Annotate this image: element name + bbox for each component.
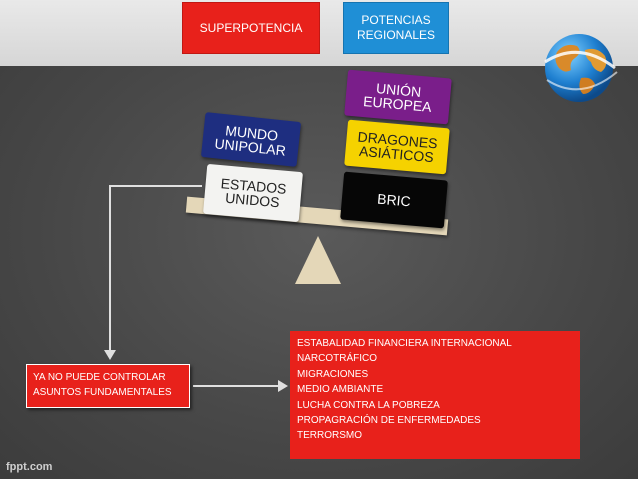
left-box-line1: YA NO PUEDE CONTROLAR [33, 372, 166, 383]
left-box-line2: ASUNTOS FUNDAMENTALES [33, 387, 172, 398]
superpotencia-text: SUPERPOTENCIA [199, 21, 303, 35]
union-europea-block: UNIÓN EUROPEA [344, 69, 452, 125]
issue-item: NARCOTRÁFICO [297, 353, 377, 365]
issue-item: ESTABALIDAD FINANCIERA INTERNACIONAL [297, 338, 512, 349]
fppt-watermark: fppt.com [6, 461, 53, 473]
potencias-line2: REGIONALES [356, 28, 436, 42]
left-statement-box: YA NO PUEDE CONTROLAR ASUNTOS FUNDAMENTA… [26, 364, 190, 408]
down-arrow-icon [104, 350, 116, 360]
right-arrow-icon [278, 380, 288, 392]
globe-icon [544, 34, 618, 102]
issue-item: MEDIO AMBIANTE [297, 384, 384, 396]
estados-unidos-block: ESTADOS UNIDOS [203, 163, 303, 223]
superpotencia-label: SUPERPOTENCIA [182, 2, 320, 54]
issue-item: TERRORSMO [297, 430, 362, 442]
potencias-line1: POTENCIAS [361, 13, 431, 27]
left-connector-line [109, 185, 202, 352]
bric-text: BRIC [376, 190, 412, 210]
bric-block: BRIC [340, 171, 448, 229]
issue-item: MIGRACIONES [297, 368, 369, 380]
issue-item: LUCHA CONTRA LA POBREZA [297, 399, 440, 411]
potencias-regionales-label: POTENCIAS REGIONALES [343, 2, 449, 54]
issue-item: PROPAGRACIÓN DE ENFERMEDADES [297, 415, 481, 427]
balance-fulcrum [295, 236, 341, 284]
issues-list-box: ESTABALIDAD FINANCIERA INTERNACIONAL NAR… [290, 331, 580, 459]
estados-line2: UNIDOS [224, 189, 281, 211]
dragones-asiaticos-block: DRAGONES ASIÁTICOS [344, 119, 450, 175]
